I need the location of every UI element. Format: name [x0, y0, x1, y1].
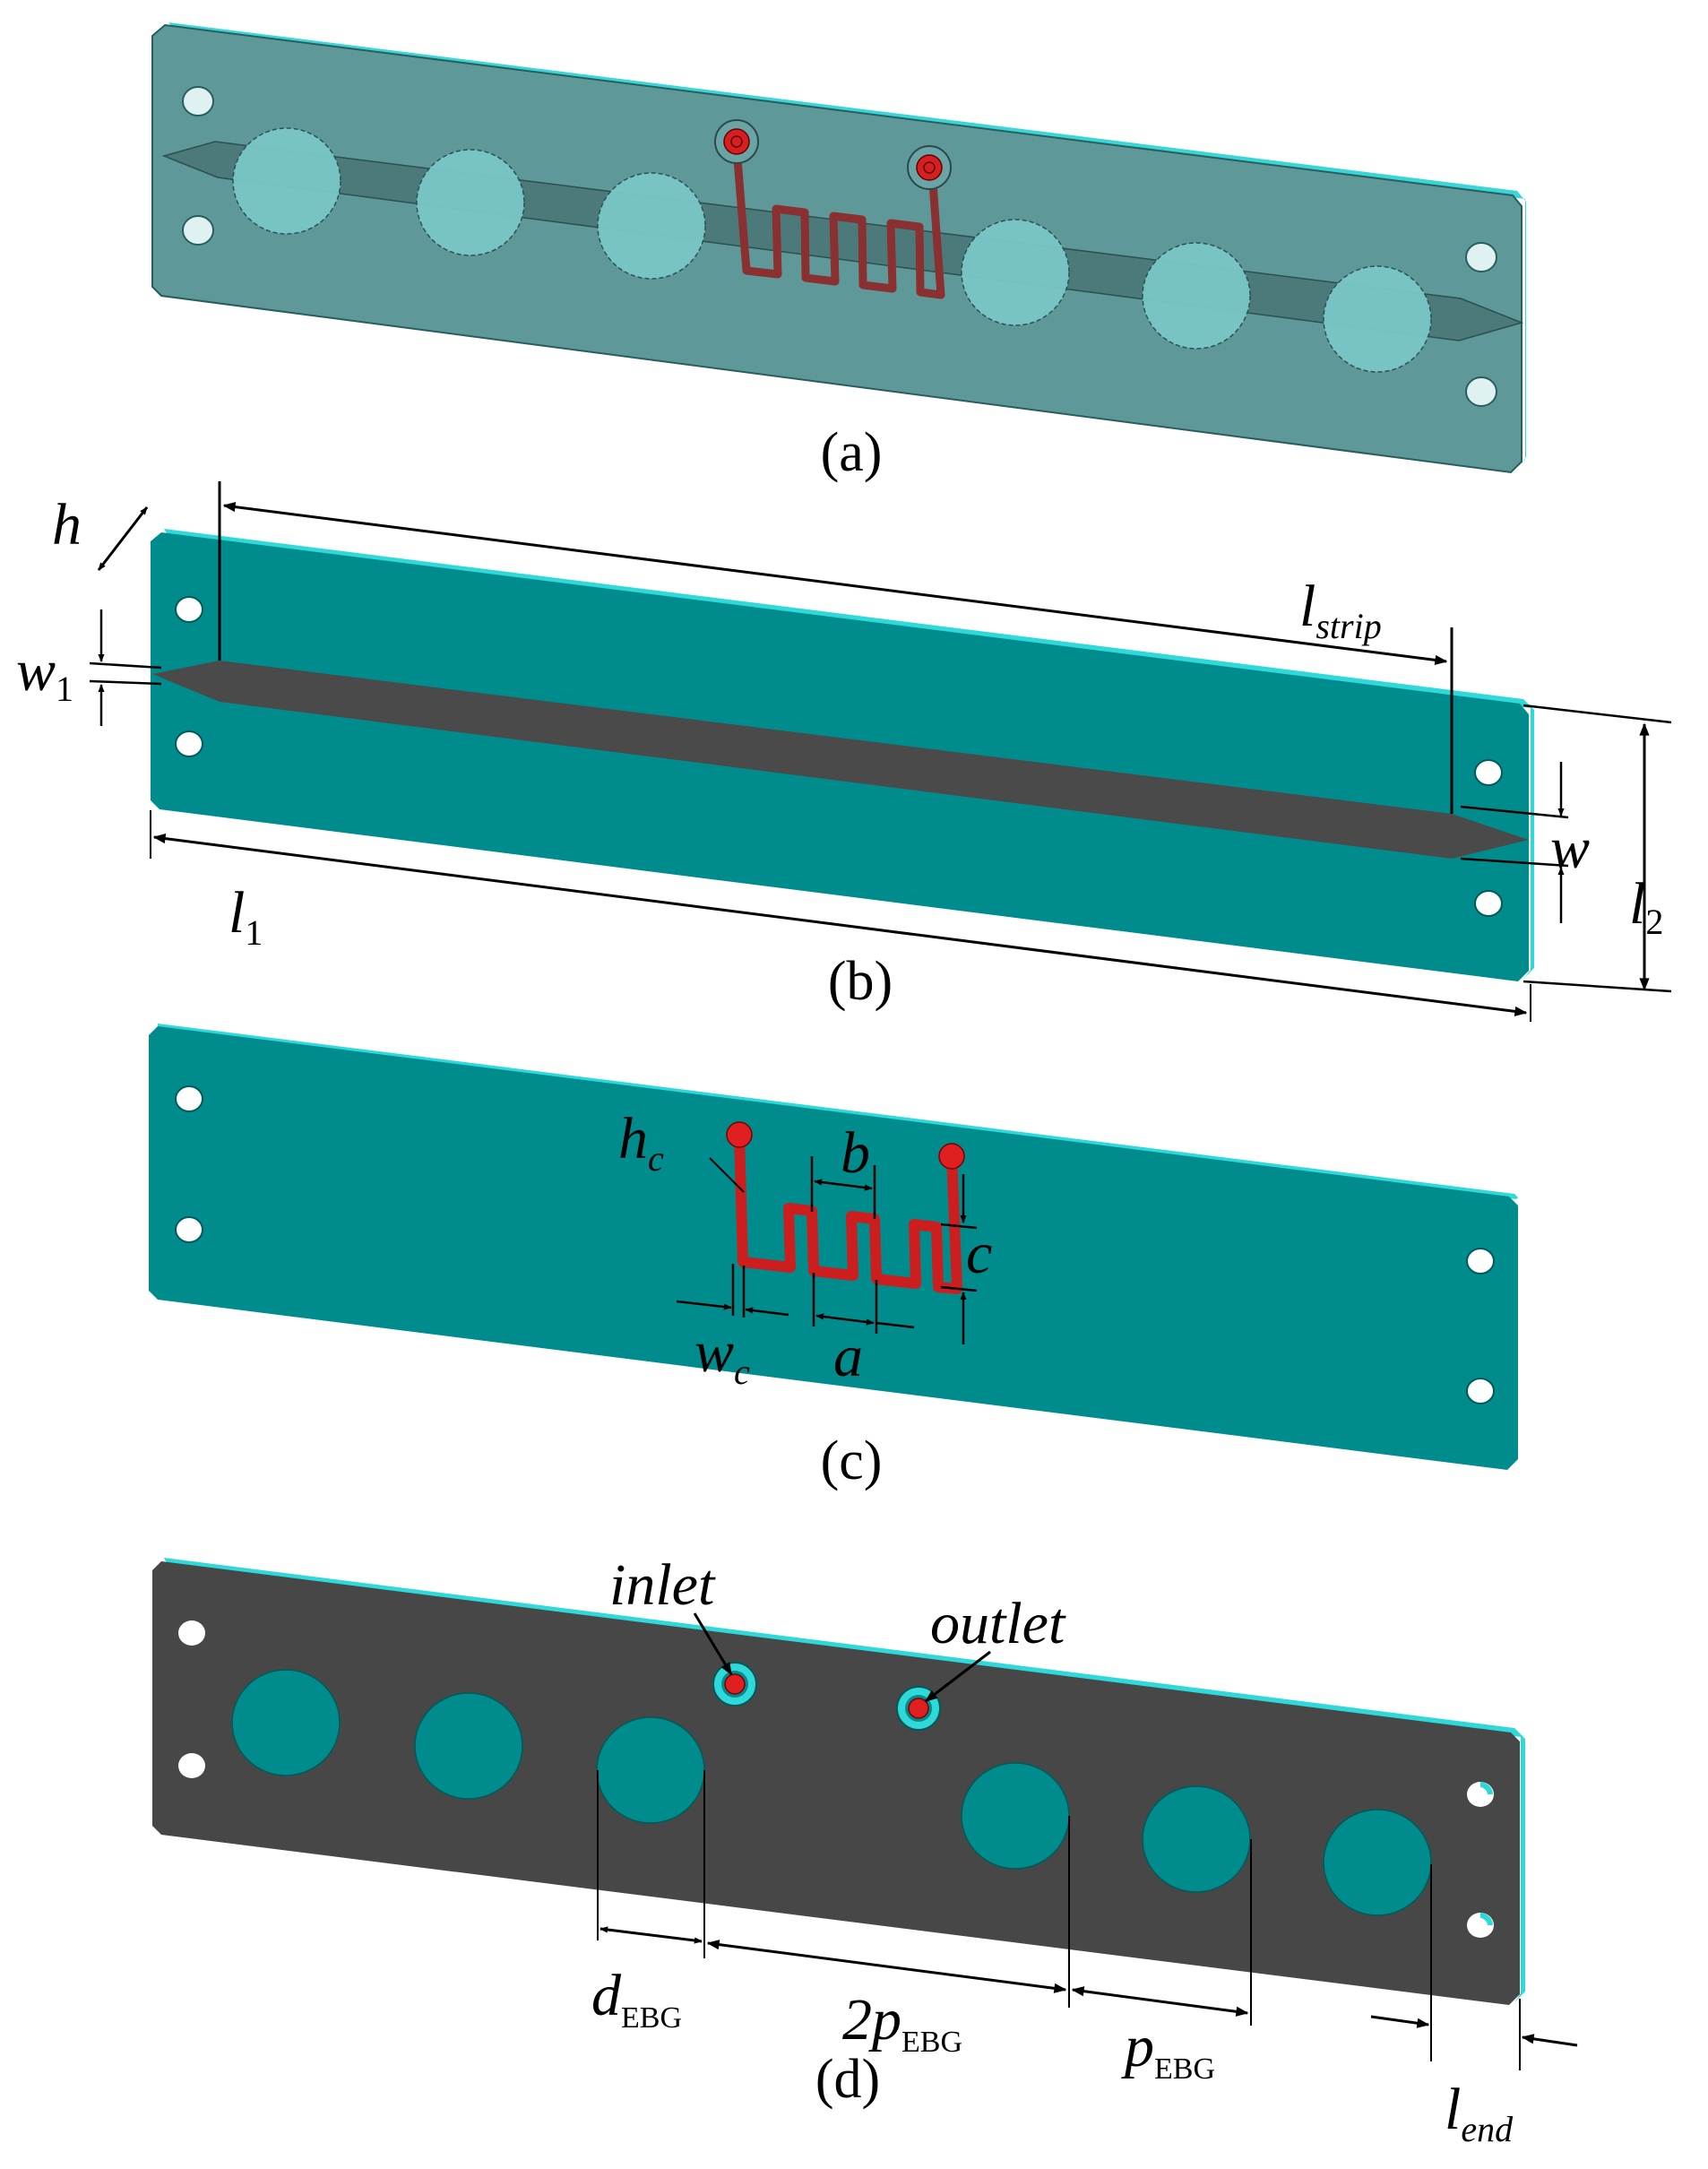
- mount-hole-c-1: [175, 1085, 203, 1112]
- label-b: b: [841, 1120, 870, 1186]
- hole-wall-d-3: [1480, 1782, 1493, 1794]
- label-outlet: outlet: [930, 1591, 1066, 1656]
- label-w: w: [1550, 816, 1590, 881]
- mount-hole-a-2: [182, 215, 214, 246]
- mount-hole-b-4: [1474, 890, 1503, 917]
- label-a: a: [833, 1324, 863, 1389]
- board-d-body: [152, 1561, 1520, 2005]
- mount-hole-d-2: [178, 1753, 205, 1778]
- dim-h: [97, 506, 149, 571]
- arrow-outlet: [924, 1650, 991, 1703]
- ebg-hole-d-4: [961, 1762, 1070, 1870]
- mount-hole-b-3: [1474, 759, 1503, 786]
- dim-wc: [676, 1264, 789, 1318]
- label-inlet: inlet: [609, 1552, 716, 1618]
- ebg-hole-a-5: [1142, 242, 1251, 350]
- dim-hc-leader: [709, 1157, 745, 1193]
- panel-d: inlet outlet dEBG 2pEBG pEBG lend (d): [152, 1552, 1578, 2149]
- mount-hole-c-3: [1466, 1248, 1495, 1275]
- mount-hole-c-2: [175, 1216, 203, 1243]
- mount-hole-a-4: [1465, 376, 1497, 407]
- caption-c: (c): [821, 1430, 883, 1491]
- label-l-end: lend: [1445, 2077, 1514, 2149]
- panel-a: (a): [151, 22, 1526, 483]
- board-c-body: [149, 1026, 1518, 1470]
- panel-b: h lstrip w1 w l2: [16, 481, 1672, 1022]
- label-2p-ebg: 2pEBG: [842, 1987, 962, 2059]
- ebg-hole-d-6: [1323, 1809, 1432, 1916]
- meander-channel-c: [734, 1135, 962, 1294]
- ebg-hole-d-5: [1142, 1785, 1251, 1893]
- ebg-hole-d-1: [231, 1669, 341, 1776]
- mount-hole-b-1: [175, 596, 203, 623]
- label-l1: l1: [229, 880, 263, 953]
- mount-hole-d-1: [178, 1620, 205, 1646]
- mount-hole-a-3: [1465, 242, 1497, 272]
- arrow-inlet: [693, 1612, 733, 1676]
- ebg-hole-a-4: [961, 219, 1070, 326]
- caption-b: (b): [828, 951, 893, 1012]
- dim-d-ebg: [600, 1926, 703, 1944]
- label-d-ebg: dEBG: [591, 1963, 682, 2035]
- label-wc: wc: [694, 1319, 750, 1392]
- mount-hole-b-2: [175, 730, 203, 757]
- dim-ebg-extensions: [597, 1770, 1521, 2070]
- ebg-hole-a-1: [232, 127, 341, 235]
- label-hc: hc: [618, 1106, 664, 1179]
- mount-hole-a-1: [182, 86, 214, 117]
- port-outlet-a: [907, 145, 952, 190]
- port-outlet-d: [896, 1686, 941, 1731]
- dim-l-end: [1370, 2015, 1578, 2047]
- dim-w1: [89, 609, 162, 726]
- caption-a: (a): [821, 422, 883, 483]
- label-l2: l2: [1629, 871, 1663, 942]
- mount-hole-c-4: [1466, 1378, 1495, 1404]
- dim-c: [940, 1174, 978, 1344]
- board-d-edge: [164, 1558, 1525, 2002]
- label-l-strip: lstrip: [1299, 574, 1382, 646]
- caption-d: (d): [815, 2049, 880, 2110]
- meander-channel-a: [732, 147, 945, 299]
- dim-l-strip: [218, 481, 1454, 814]
- ebg-hole-a-2: [416, 149, 525, 256]
- port-inlet-d: [712, 1662, 757, 1707]
- port-inlet-c: [726, 1121, 753, 1148]
- ebg-hole-d-3: [596, 1716, 705, 1824]
- dim-b: [810, 1156, 876, 1219]
- ebg-hole-a-3: [597, 172, 706, 280]
- label-p-ebg: pEBG: [1121, 2014, 1215, 2086]
- ebg-hole-d-2: [414, 1692, 523, 1800]
- microstrip-b: [152, 661, 1529, 859]
- panel-c: hc b c wc a: [149, 1024, 1518, 1491]
- dim-p-ebg: [1071, 1986, 1249, 2017]
- dim-l2: [1523, 704, 1672, 993]
- label-w1: w1: [16, 638, 73, 709]
- dim-l1: [150, 810, 1531, 1022]
- dim-2p-ebg: [706, 1940, 1067, 1993]
- port-outlet-c: [938, 1143, 965, 1170]
- hole-wall-d-4: [1480, 1913, 1493, 1925]
- label-c: c: [966, 1221, 992, 1286]
- ebg-hole-a-6: [1323, 265, 1432, 373]
- ebg-holes-d: [231, 1669, 1432, 1916]
- dim-a: [812, 1273, 915, 1334]
- port-inlet-a: [714, 119, 759, 164]
- ebg-holes-a: [232, 127, 1432, 373]
- label-h: h: [52, 492, 82, 557]
